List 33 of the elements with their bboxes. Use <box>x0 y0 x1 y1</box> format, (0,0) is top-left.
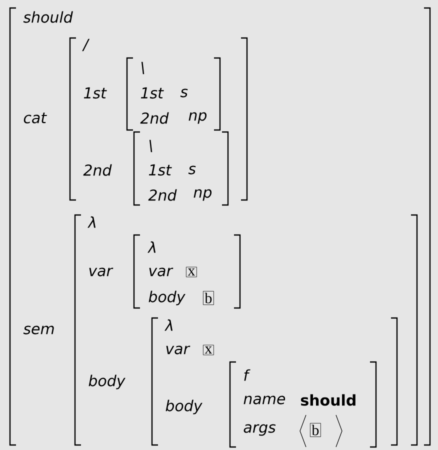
attribute-label: body <box>166 400 202 414</box>
attribute-label: cat <box>24 112 47 124</box>
type-label: f <box>244 369 250 381</box>
type-label: λ <box>164 319 173 331</box>
type-label: should <box>23 11 73 23</box>
attribute-label: 2nd <box>140 112 169 124</box>
type-label: \ <box>141 62 144 74</box>
attribute-label: var <box>149 268 174 276</box>
type-label: λ <box>148 241 156 253</box>
type-label: / <box>82 38 90 52</box>
attribute-label: 1st <box>84 87 107 99</box>
attribute-label: args <box>244 424 276 436</box>
attribute-label: 1st <box>148 164 172 176</box>
attribute-label: name <box>244 396 286 404</box>
attribute-label: body <box>148 290 186 306</box>
type-label: \ <box>149 140 152 152</box>
type-label: λ <box>88 216 96 228</box>
value-label: should <box>300 394 356 406</box>
boxed-tag: x <box>186 266 197 278</box>
boxed-tag: b <box>203 291 214 305</box>
attribute-label: 2nd <box>83 164 112 176</box>
attribute-label: sem <box>23 326 54 334</box>
attribute-label: 1st <box>140 87 164 99</box>
attribute-label: 2nd <box>148 189 177 201</box>
value-label: np <box>188 112 207 124</box>
value-label: s <box>180 88 188 98</box>
boxed-tag: b <box>310 423 321 437</box>
value-label: s <box>188 166 196 174</box>
value-label: np <box>194 189 212 201</box>
attribute-label: body <box>88 374 126 390</box>
boxed-tag: x <box>203 344 214 356</box>
attribute-label: var <box>89 268 114 276</box>
attribute-label: var <box>166 346 190 354</box>
